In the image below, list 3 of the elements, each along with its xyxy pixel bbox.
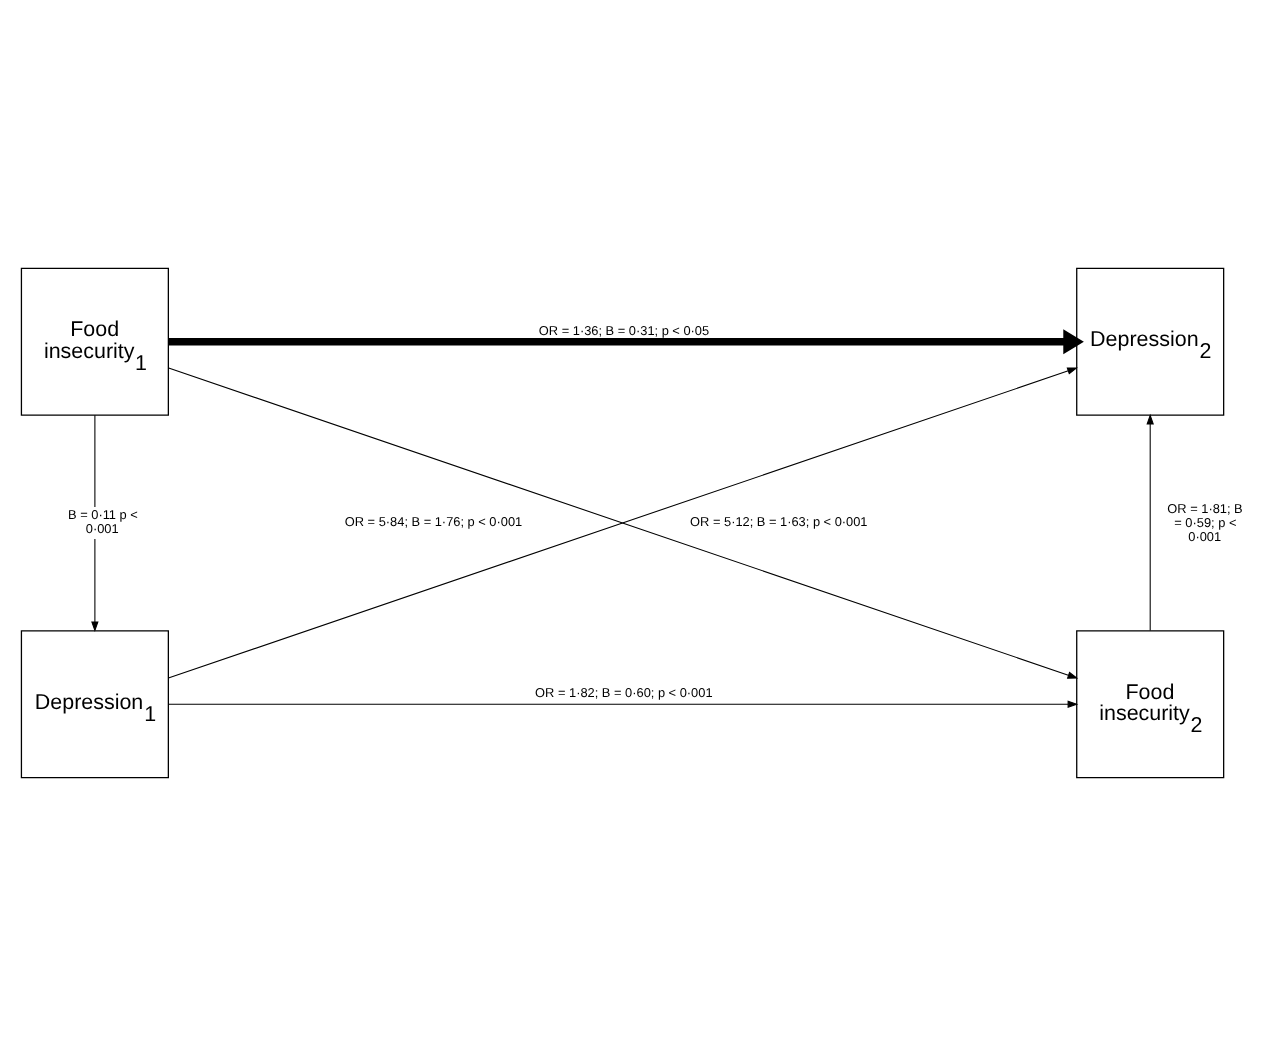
arrow [1146,412,1154,631]
arrow [168,328,1084,354]
arrow [168,699,1079,707]
